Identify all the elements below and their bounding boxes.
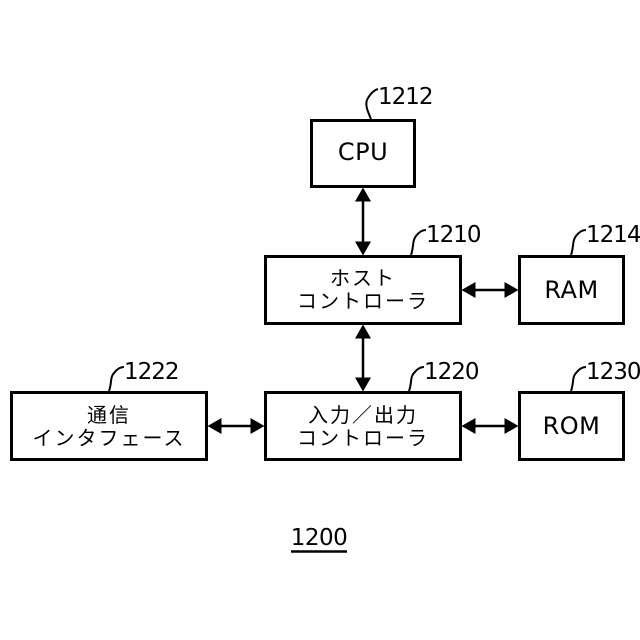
ref-number-1210: 1210 [426,222,481,248]
arrowhead-left-icon [461,418,476,434]
io-controller-label-line1: 入力／出力 [308,403,418,427]
rom-box [518,391,625,461]
comm-interface-label-line1: 通信 [87,403,131,427]
arrow-host-ram [461,282,519,298]
io-controller-box [264,391,462,461]
cpu-box [310,119,416,188]
arrowhead-up-icon [355,187,371,202]
leader-line-1212 [365,88,379,120]
rom-block: ROM 1230 [518,359,640,461]
ref-number-1230: 1230 [586,359,640,385]
arrowhead-left-icon [461,282,476,298]
leader-line-1214 [570,229,587,256]
arrowhead-down-icon [355,377,371,392]
ref-number-1220: 1220 [424,359,479,385]
cpu-label: CPU [338,138,388,166]
leader-line-1222 [108,366,125,392]
leader-line-1220 [408,366,425,392]
arrow-io-rom [461,418,519,434]
host-controller-block: ホスト コントローラ 1210 [264,222,482,325]
figure-number: 1200 [291,525,348,553]
ram-block: RAM 1214 [518,222,640,325]
ram-label: RAM [544,276,598,304]
ref-number-1212: 1212 [378,84,433,110]
leader-line-1210 [410,229,427,256]
ref-number-1222: 1222 [124,359,179,385]
host-controller-label-line2: コントローラ [297,289,429,313]
arrow-host-io [355,324,371,392]
arrowhead-right-icon [250,418,265,434]
arrowhead-right-icon [504,282,519,298]
arrowhead-down-icon [355,241,371,256]
arrow-comm-io [207,418,265,434]
rom-label: ROM [543,412,601,440]
figure-number-label: 1200 [291,525,348,551]
arrowhead-right-icon [504,418,519,434]
ref-number-1214: 1214 [586,222,640,248]
host-controller-box [264,255,462,325]
host-controller-label-line1: ホスト [330,266,396,290]
ram-box [518,255,625,325]
arrowhead-left-icon [207,418,222,434]
cpu-block: CPU 1212 [310,84,434,188]
arrow-cpu-host [355,187,371,256]
comm-interface-block: 通信 インタフェース 1222 [10,359,208,461]
io-controller-label-line2: コントローラ [297,426,429,450]
comm-interface-box [10,391,208,461]
io-controller-block: 入力／出力 コントローラ 1220 [264,359,480,461]
arrowhead-up-icon [355,324,371,339]
comm-interface-label-line2: インタフェース [33,426,186,450]
leader-line-1230 [570,366,587,392]
